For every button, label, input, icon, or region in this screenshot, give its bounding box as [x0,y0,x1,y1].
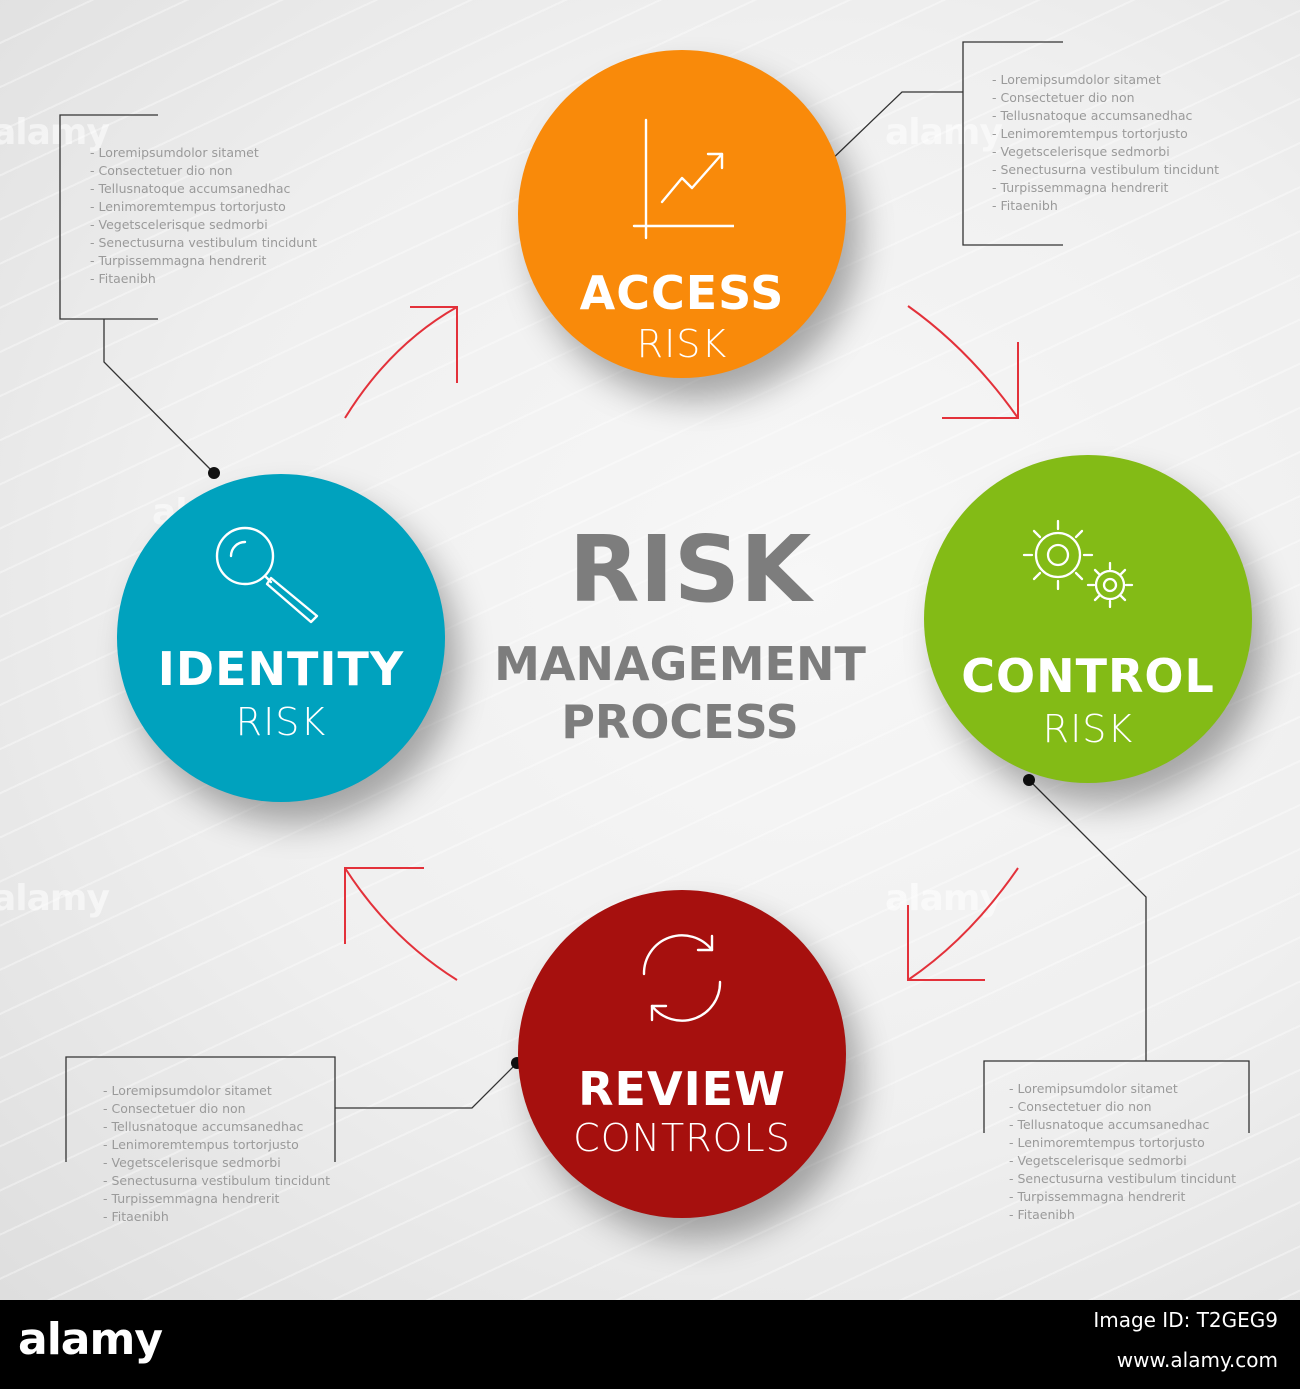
note-top-left: Loremipsumdolor sitamet Consectetuer dio… [90,144,317,288]
note-line: Fitaenibh [1009,1206,1236,1224]
note-line: Loremipsumdolor sitamet [992,71,1219,89]
note-line: Lenimoremtempus tortorjusto [992,125,1219,143]
node-control-risk[interactable]: CONTROL RISK [924,455,1252,783]
note-line: Tellusnatoque accumsanedhac [90,180,317,198]
note-bottom-right: Loremipsumdolor sitamet Consectetuer dio… [1009,1080,1236,1224]
note-bracket-bottom-right [983,779,1250,1133]
node-access-risk[interactable]: ACCESS RISK [518,50,846,378]
note-line: Turpissemmagna hendrerit [1009,1188,1236,1206]
note-bracket-top-right [825,41,1063,246]
note-line: Loremipsumdolor sitamet [103,1082,330,1100]
note-line: Tellusnatoque accumsanedhac [1009,1116,1236,1134]
note-line: Consectetuer dio non [90,162,317,180]
arrow-identity-to-access [344,306,458,419]
chart-up-icon [632,118,734,240]
image-id-label: Image ID: T2GEG9 [1093,1308,1278,1332]
note-line: Loremipsumdolor sitamet [90,144,317,162]
node-title: IDENTITY [157,642,405,696]
note-line: Consectetuer dio non [1009,1098,1236,1116]
note-line: Loremipsumdolor sitamet [1009,1080,1236,1098]
center-title-management: MANAGEMENT [494,637,866,691]
refresh-icon [642,934,722,1022]
connector-dot [208,467,220,479]
note-line: Senectusurna vestibulum tincidunt [1009,1170,1236,1188]
note-line: Lenimoremtempus tortorjusto [90,198,317,216]
note-line: Lenimoremtempus tortorjusto [1009,1134,1236,1152]
node-subtitle: CONTROLS [573,1116,791,1160]
watermark: alamy [0,878,110,919]
note-line: Vegetscelerisque sedmorbi [992,143,1219,161]
watermark: alamy [885,112,1003,153]
note-line: Vegetscelerisque sedmorbi [1009,1152,1236,1170]
node-subtitle: RISK [235,700,327,744]
diagram-canvas: alamy alamy alamy alamy alamy alamy [0,0,1300,1300]
arrow-review-to-identity [344,867,458,981]
gears-icon [1022,519,1134,609]
node-title: ACCESS [579,266,785,320]
connectors-layer [59,41,1250,1162]
note-top-right: Loremipsumdolor sitamet Consectetuer dio… [992,71,1219,215]
node-subtitle: RISK [1042,707,1134,751]
note-line: Consectetuer dio non [103,1100,330,1118]
center-title-process: PROCESS [561,695,799,749]
note-line: Turpissemmagna hendrerit [103,1190,330,1208]
note-line: Senectusurna vestibulum tincidunt [103,1172,330,1190]
note-line: Senectusurna vestibulum tincidunt [90,234,317,252]
connector-dot [1023,774,1035,786]
node-title: REVIEW [578,1062,786,1116]
note-line: Lenimoremtempus tortorjusto [103,1136,330,1154]
note-line: Tellusnatoque accumsanedhac [992,107,1219,125]
brand-logo: alamy [18,1314,163,1365]
note-line: Fitaenibh [103,1208,330,1226]
note-bracket-top-left [59,114,215,474]
note-line: Vegetscelerisque sedmorbi [90,216,317,234]
node-identity-risk[interactable]: IDENTITY RISK [117,474,445,802]
note-line: Turpissemmagna hendrerit [90,252,317,270]
note-line: Fitaenibh [90,270,317,288]
note-bottom-left: Loremipsumdolor sitamet Consectetuer dio… [103,1082,330,1226]
magnifier-icon [215,526,319,624]
node-review-controls[interactable]: REVIEW CONTROLS [518,890,846,1218]
note-line: Turpissemmagna hendrerit [992,179,1219,197]
node-subtitle: RISK [636,322,728,366]
arrow-control-to-review [907,867,1019,981]
arrow-access-to-control [907,305,1019,419]
site-url-label: www.alamy.com [1116,1348,1278,1372]
center-title-risk: RISK [568,516,812,623]
note-line: Fitaenibh [992,197,1219,215]
note-line: Consectetuer dio non [992,89,1219,107]
footer-bar: alamy Image ID: T2GEG9 www.alamy.com [0,1300,1300,1389]
note-line: Senectusurna vestibulum tincidunt [992,161,1219,179]
note-line: Tellusnatoque accumsanedhac [103,1118,330,1136]
note-line: Vegetscelerisque sedmorbi [103,1154,330,1172]
node-title: CONTROL [961,649,1215,703]
note-bracket-bottom-left [65,1056,518,1162]
